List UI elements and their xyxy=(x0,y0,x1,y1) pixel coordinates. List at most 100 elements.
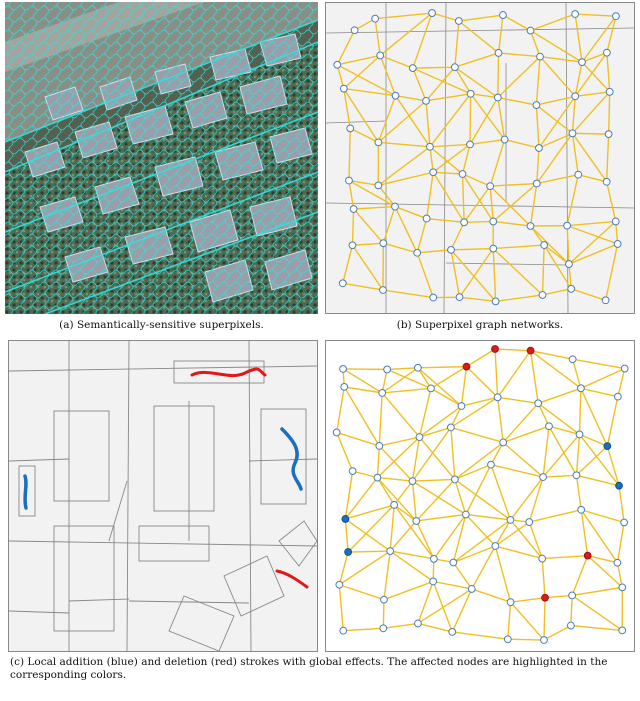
graph-edge xyxy=(502,14,531,32)
graph-edge xyxy=(490,464,512,521)
graph-edge xyxy=(537,402,580,435)
graph-node xyxy=(341,515,350,523)
graph-edge xyxy=(572,358,625,370)
graph-edge xyxy=(344,471,354,520)
graph-node xyxy=(422,214,431,223)
graph-edge xyxy=(417,249,452,254)
graph-edge xyxy=(571,91,611,134)
graph-edge xyxy=(497,96,537,106)
graph-node xyxy=(604,130,613,139)
graph-edge xyxy=(381,367,419,394)
segment-line xyxy=(326,202,634,209)
graph-node xyxy=(466,89,475,98)
graph-edge xyxy=(571,96,576,134)
segmentation-strokes-panel xyxy=(8,340,318,652)
graph-edge xyxy=(580,388,608,447)
graph-edge xyxy=(336,64,396,97)
graph-edge xyxy=(386,368,432,389)
graph-edge xyxy=(539,55,583,63)
graph-edge xyxy=(536,132,574,184)
graph-edge xyxy=(417,365,467,369)
graph-node xyxy=(526,26,535,35)
graph-edge xyxy=(375,12,433,20)
graph-edge xyxy=(343,627,384,632)
graph-edge xyxy=(344,477,378,520)
graph-edge xyxy=(581,61,611,93)
graph-node xyxy=(536,52,544,61)
graph-node xyxy=(605,87,614,96)
graph-edge xyxy=(389,504,395,552)
graph-edge xyxy=(494,521,530,547)
graph-node xyxy=(448,627,457,636)
graph-node xyxy=(332,428,341,437)
graph-edge xyxy=(454,52,499,68)
graph-node xyxy=(615,481,623,490)
graph-edge xyxy=(393,480,414,506)
graph-edge xyxy=(463,185,491,223)
graph-node xyxy=(487,460,495,469)
graph-edge xyxy=(426,217,465,224)
graph-edge xyxy=(345,504,395,520)
graph-edge xyxy=(348,179,396,208)
graph-edge xyxy=(464,220,494,224)
graph-edge xyxy=(535,56,541,106)
caption-a: (a) Semantically-sensitive superpixels. xyxy=(59,319,264,331)
graph-edge xyxy=(377,184,396,208)
graph-node xyxy=(335,580,344,589)
graph-edge xyxy=(461,396,498,407)
graph-edge xyxy=(469,97,499,145)
graph-node xyxy=(345,176,353,185)
graph-edge xyxy=(566,174,579,226)
graph-edge xyxy=(376,445,380,478)
graph-edge xyxy=(542,288,572,296)
graph-node xyxy=(568,355,577,364)
graph-edge xyxy=(507,638,544,641)
graph-edge xyxy=(529,225,570,265)
graph-edge xyxy=(377,100,427,143)
graph-node xyxy=(413,363,422,372)
graph-edge xyxy=(571,132,608,183)
graph-edge xyxy=(541,245,545,295)
graph-edge xyxy=(451,247,494,251)
graph-edge xyxy=(605,134,610,182)
graph-node xyxy=(379,239,388,248)
graph-edge xyxy=(450,427,456,480)
graph-node xyxy=(538,554,547,563)
graph-edge xyxy=(542,433,581,478)
graph-edge xyxy=(567,220,616,227)
graph-edge xyxy=(543,597,546,641)
graph-edge xyxy=(530,13,576,32)
graph-edge xyxy=(454,478,511,521)
graph-edge xyxy=(389,550,434,582)
graph-edge xyxy=(336,431,380,447)
graph-node xyxy=(620,364,629,373)
graph-edge xyxy=(538,95,576,149)
graph-node xyxy=(446,423,455,432)
graph-node xyxy=(429,554,438,563)
graph-edge xyxy=(450,405,463,428)
graph-edge xyxy=(572,586,623,597)
graph-edge xyxy=(465,513,511,521)
graph-edge xyxy=(607,91,611,135)
graph-edge xyxy=(416,513,466,522)
graph-edge xyxy=(379,54,414,69)
graph-edge xyxy=(575,475,582,510)
graph-edge xyxy=(417,367,432,389)
graph-node xyxy=(493,93,502,102)
segmentation-strokes-icon xyxy=(9,341,317,651)
graph-node xyxy=(414,619,422,628)
graph-node xyxy=(568,591,577,600)
graph-node xyxy=(427,384,435,393)
graph-edge xyxy=(454,441,504,480)
graph-edge xyxy=(353,205,396,210)
graph-edge xyxy=(430,366,467,389)
graph-node xyxy=(525,518,534,526)
graph-node xyxy=(380,595,388,604)
graph-edge xyxy=(452,514,467,563)
graph-edge xyxy=(494,348,499,398)
graph-edge xyxy=(382,599,385,629)
graph-node xyxy=(374,138,383,147)
graph-edge xyxy=(497,350,532,398)
graph-edge xyxy=(416,252,434,298)
graph-edge xyxy=(343,88,351,129)
